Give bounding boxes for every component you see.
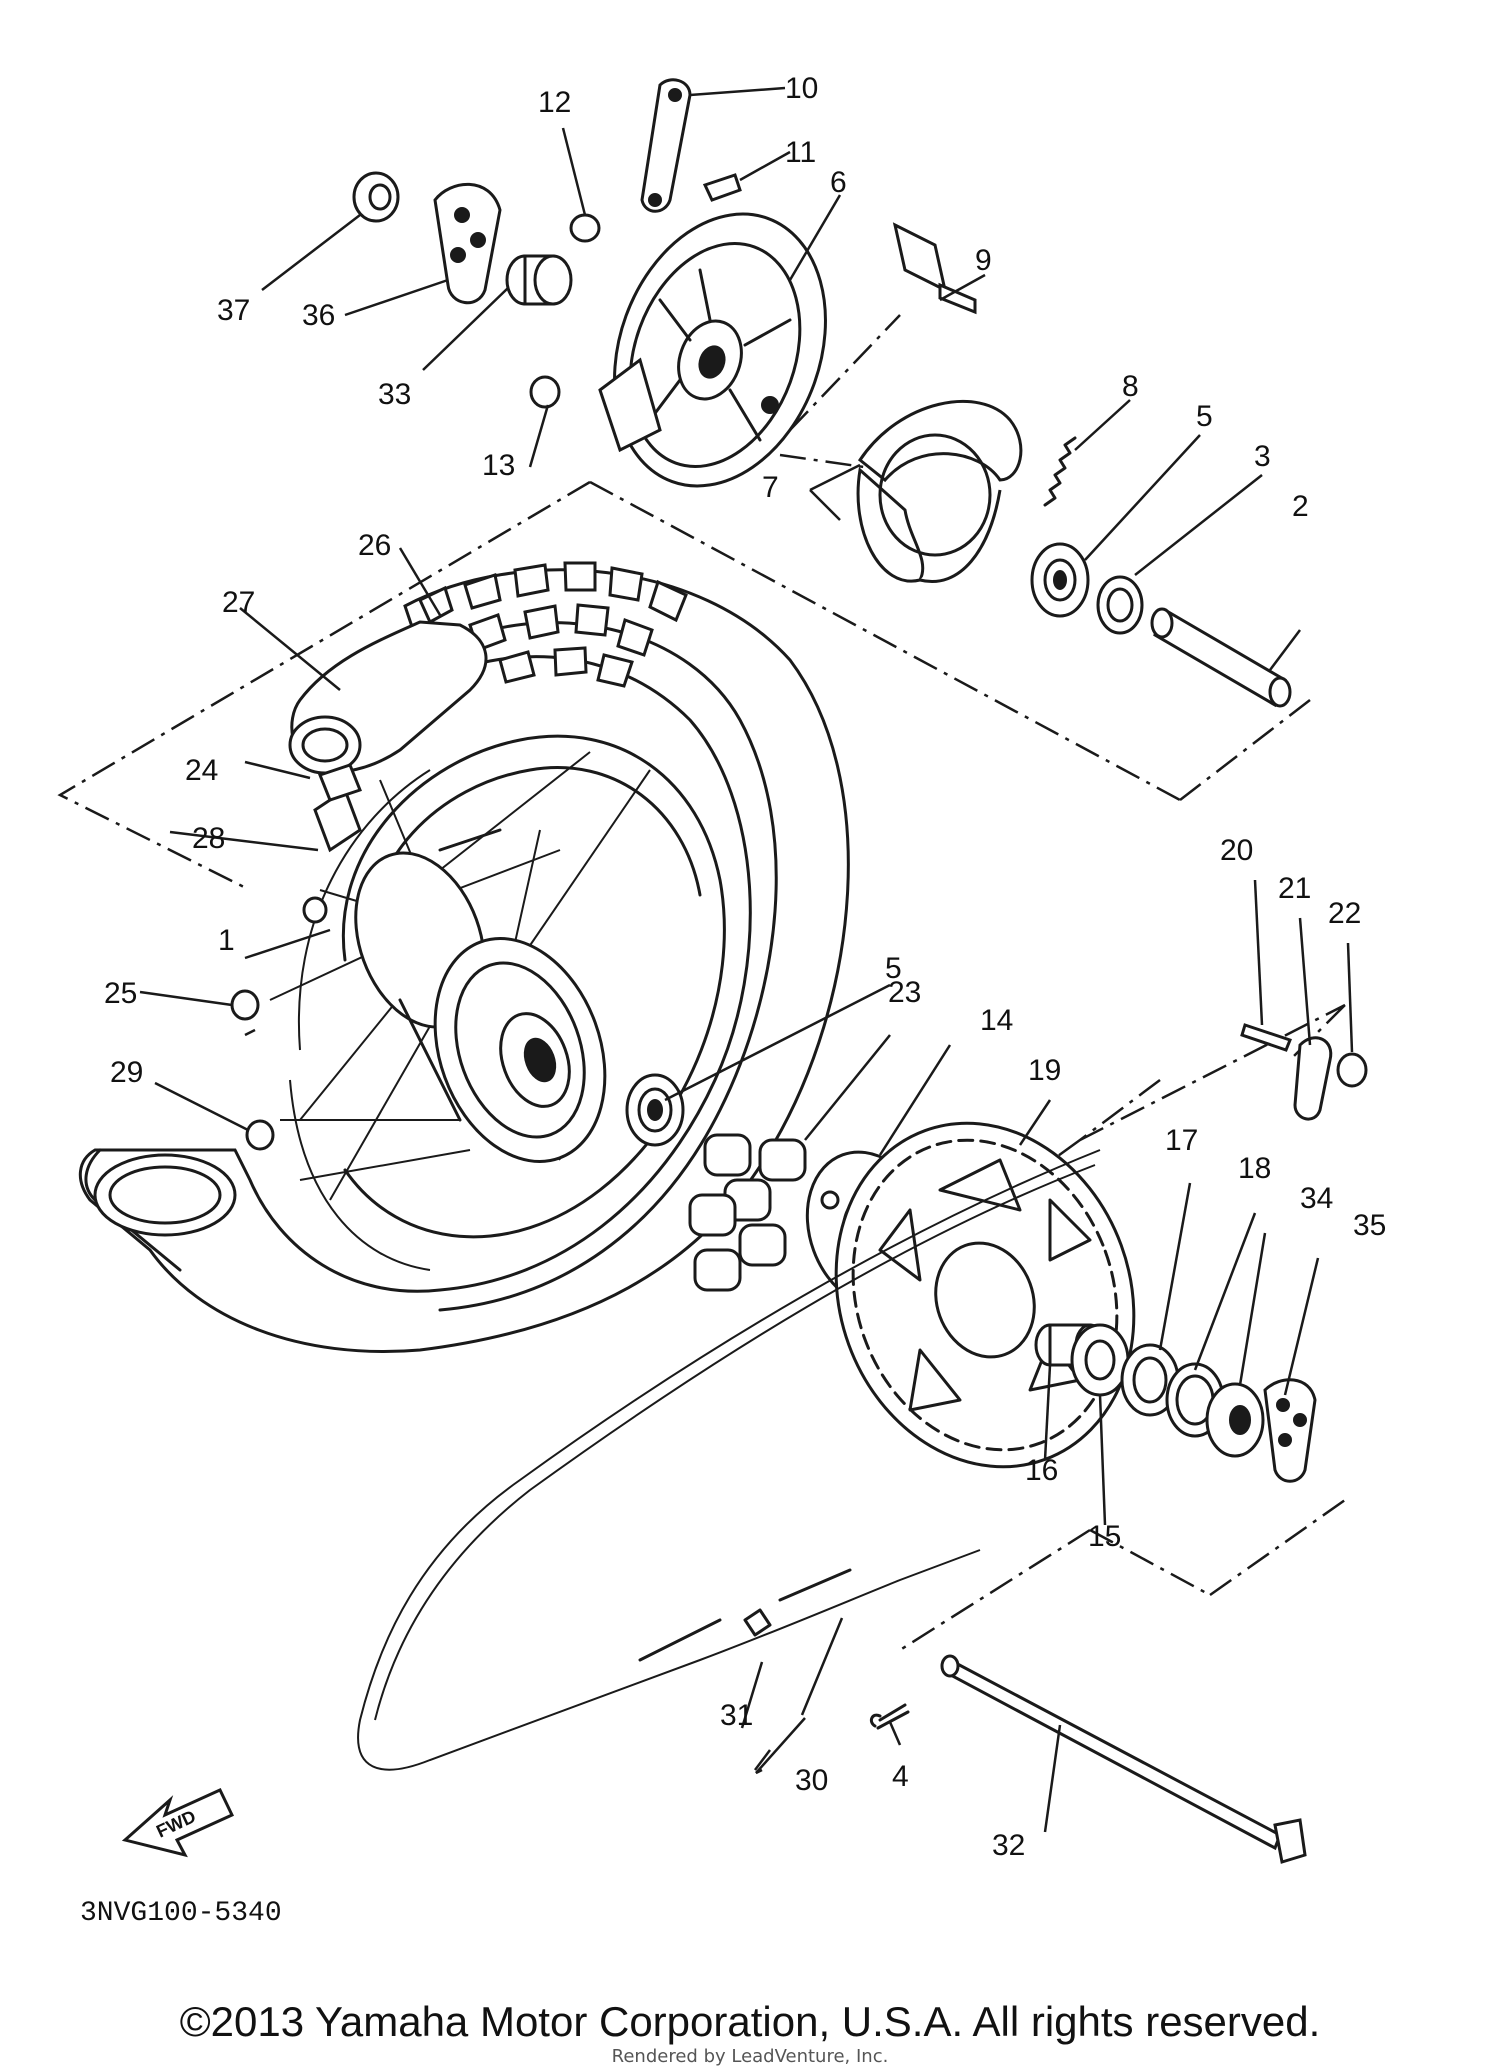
callout-20: 20: [1220, 834, 1253, 867]
callout-17: 17: [1165, 1124, 1198, 1157]
rim-lock: [318, 763, 362, 802]
brake-spring: [1043, 436, 1077, 507]
callout-6: 6: [830, 166, 847, 199]
assembly-line-upper: [57, 480, 1311, 892]
hub-damper: [688, 1133, 807, 1292]
callout-23: 23: [888, 976, 921, 1009]
callout-33: 33: [378, 378, 411, 411]
chain-puller-left: [433, 182, 502, 305]
callout-14: 14: [980, 1004, 1013, 1037]
callout-12: 12: [538, 86, 571, 119]
callout-18: 18: [1238, 1152, 1271, 1185]
callout-27: 27: [222, 586, 255, 619]
hex-nut: [1336, 1052, 1368, 1088]
spoke-nipple: [302, 896, 328, 924]
rear-axle: [940, 1654, 1307, 1864]
hub-axle-collar: [1150, 607, 1292, 708]
chain-puller-right: [1263, 1378, 1317, 1483]
arm-nut: [569, 213, 601, 243]
callout-26: 26: [358, 529, 391, 562]
wheel-bearing-lower: [625, 1073, 685, 1147]
axle-nut: [352, 171, 400, 223]
diagram-code: 3NVG100-5340: [80, 1898, 282, 1929]
fwd-arrow: FWD: [121, 1788, 235, 1858]
callout-4: 4: [892, 1760, 909, 1793]
callout-22: 22: [1328, 897, 1361, 930]
callout-34: 34: [1300, 1182, 1333, 1215]
callout-7: 7: [762, 471, 779, 504]
callout-28: 28: [192, 822, 225, 855]
callout-15: 15: [1088, 1520, 1121, 1553]
cotter-pin: [869, 1703, 910, 1730]
callout-16: 16: [1025, 1454, 1058, 1487]
callout-1: 1: [218, 924, 235, 957]
wheel-hub: [354, 828, 607, 1163]
spokes: [269, 751, 651, 1201]
callout-29: 29: [110, 1056, 143, 1089]
wheel-bearing-upper: [1030, 542, 1090, 618]
callout-labels: 1 2 3 4 5 5 6 7 8 9 10 11 12 13 14 15 16…: [104, 72, 1386, 1862]
rendered-by-watermark: Rendered by LeadVenture, Inc.: [611, 2046, 889, 2067]
callout-37: 37: [217, 294, 250, 327]
callout-30: 30: [795, 1764, 828, 1797]
arm-bolt: [702, 173, 742, 202]
rear-sprocket: [834, 1121, 1136, 1469]
callout-5-lower: 5: [885, 952, 902, 985]
callout-25: 25: [104, 977, 137, 1010]
callout-24: 24: [185, 754, 218, 787]
callout-19: 19: [1028, 1054, 1061, 1087]
callout-35: 35: [1353, 1209, 1386, 1242]
callout-21: 21: [1278, 872, 1311, 905]
brake-camshaft: [892, 222, 977, 315]
leader-lines: [139, 86, 1354, 1833]
plate-nut: [529, 375, 561, 409]
valve-cap: [245, 1119, 275, 1151]
callout-32: 32: [992, 1829, 1025, 1862]
callout-13: 13: [482, 449, 515, 482]
brake-shoe-kit: [856, 399, 1023, 583]
left-collar: [505, 254, 573, 306]
drive-chain: [357, 1149, 1101, 1771]
rim-lock-bolt: [230, 989, 260, 1021]
brake-shoe-plate: [598, 212, 827, 488]
brake-arm: [640, 78, 692, 213]
callout-36: 36: [302, 299, 335, 332]
stud-bolt: [1240, 1023, 1292, 1052]
callout-31: 31: [720, 1699, 753, 1732]
copyright-notice: ©2013 Yamaha Motor Corporation, U.S.A. A…: [179, 1998, 1321, 2045]
callout-10: 10: [785, 72, 818, 105]
collar: [1096, 575, 1144, 635]
callout-2: 2: [1292, 490, 1309, 523]
callout-8: 8: [1122, 370, 1139, 403]
callout-9: 9: [975, 244, 992, 277]
callout-3: 3: [1254, 440, 1271, 473]
sprocket-bearing: [1070, 1323, 1130, 1397]
assembly-line-lower: [899, 1498, 1346, 1652]
inner-tube: [288, 620, 488, 775]
assembly-line-brake: [779, 314, 901, 472]
spacer-plate: [1205, 1382, 1265, 1458]
callout-11: 11: [785, 136, 816, 169]
callout-5-upper: 5: [1196, 400, 1213, 433]
lock-washer: [1293, 1036, 1333, 1121]
